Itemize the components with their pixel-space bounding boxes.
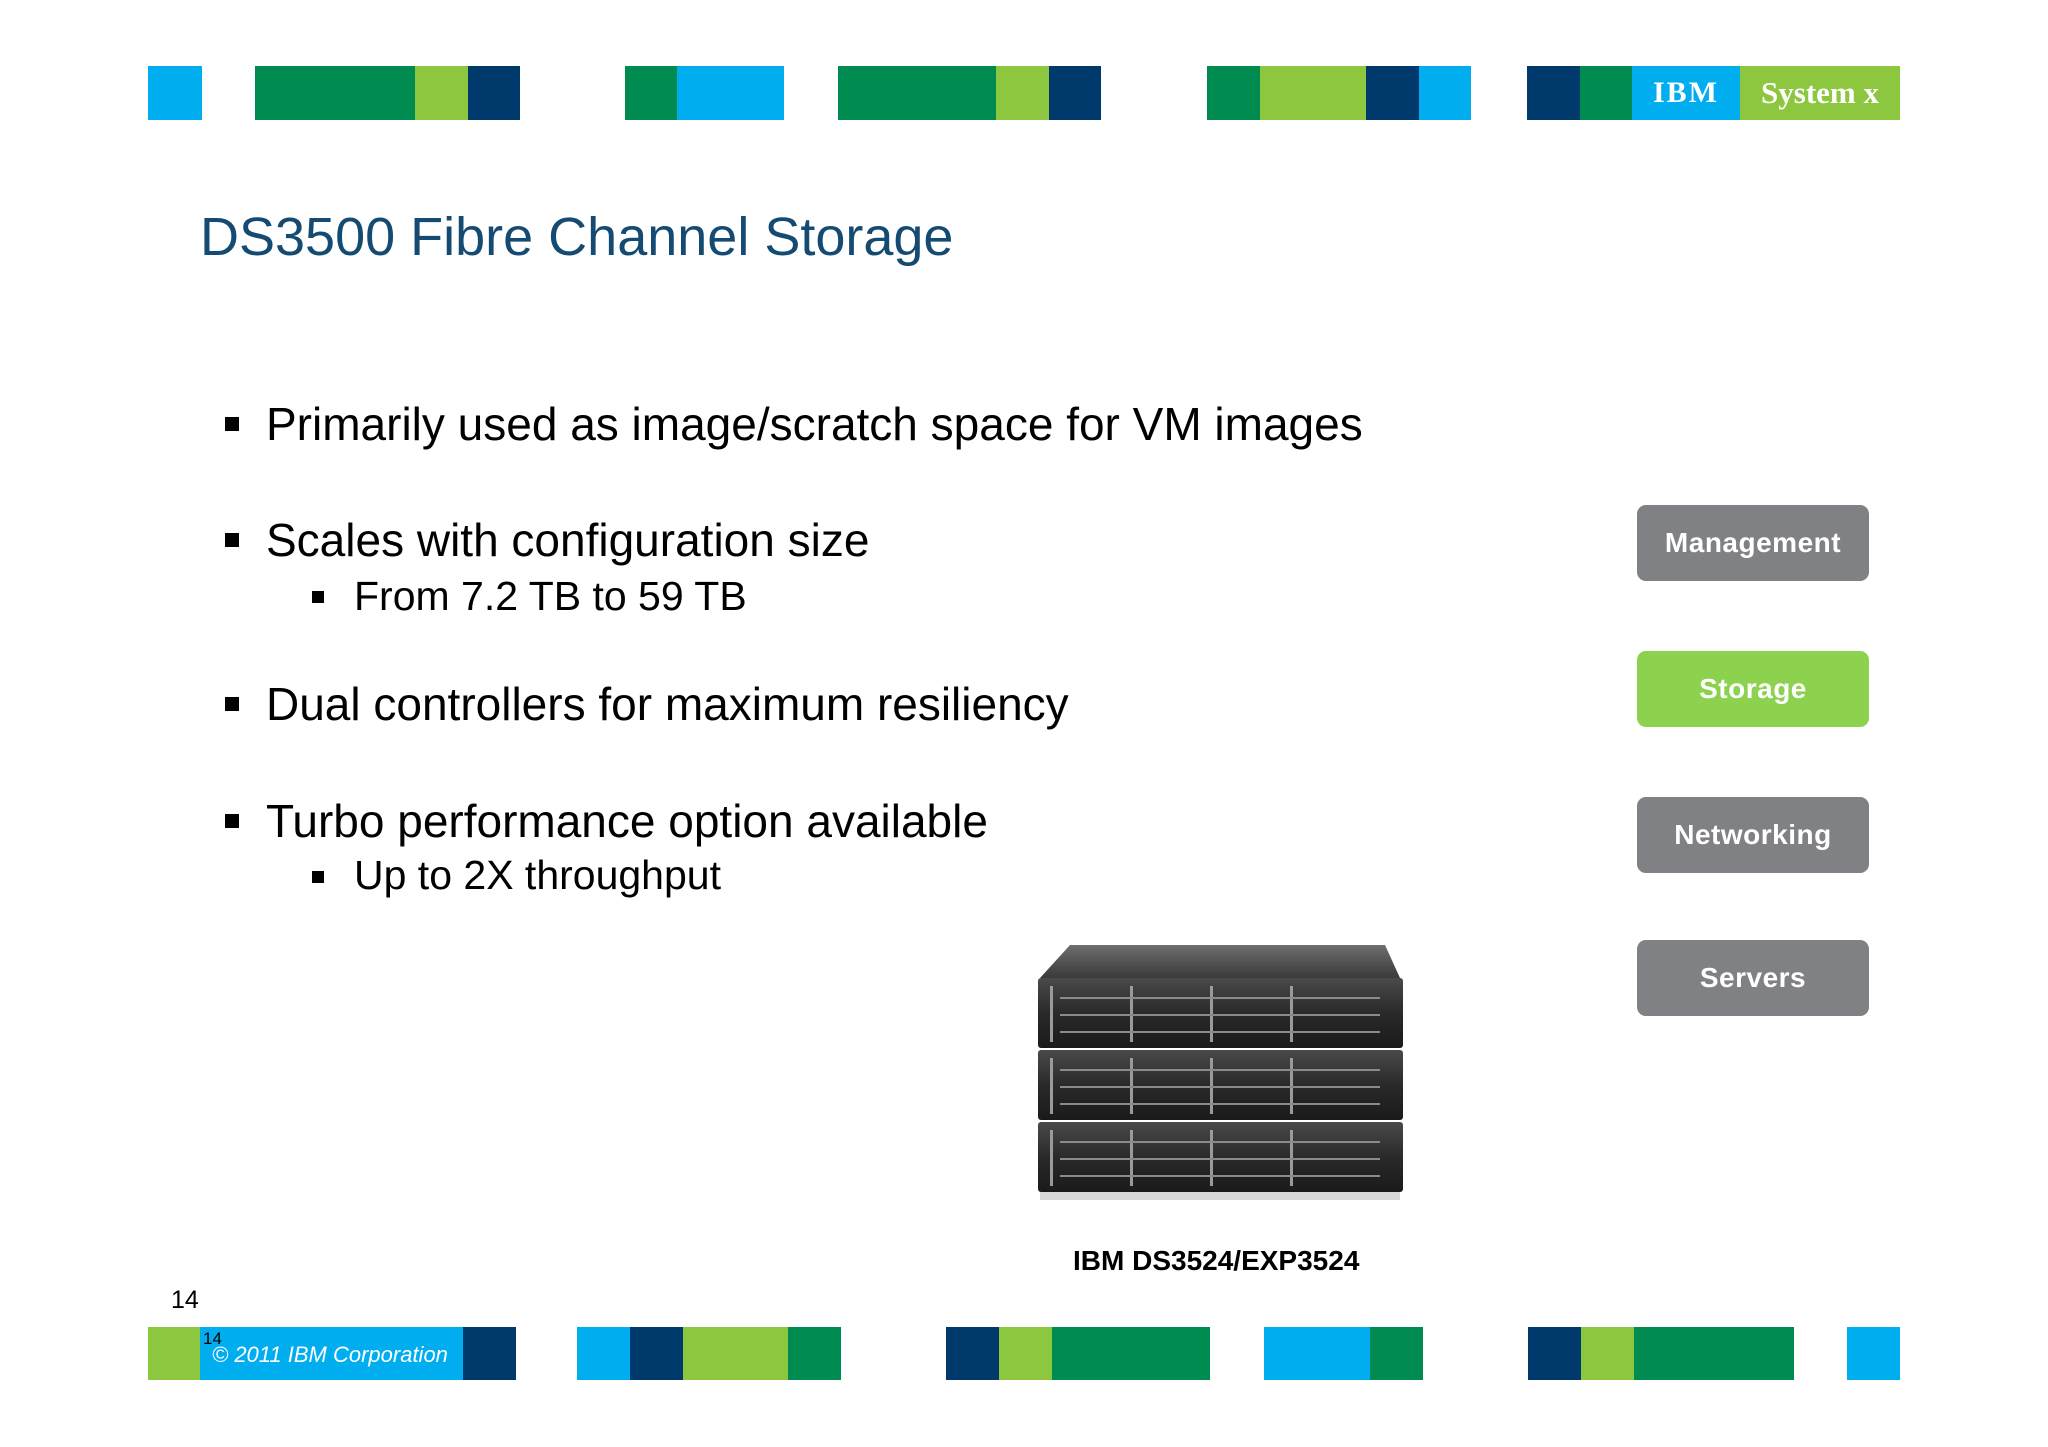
decor-block <box>1527 66 1580 120</box>
storage-array-image <box>1038 945 1403 1200</box>
decor-block <box>148 66 202 120</box>
decor-block <box>1260 66 1366 120</box>
decor-block <box>255 66 415 120</box>
decor-block <box>468 66 520 120</box>
decor-block <box>577 1327 630 1380</box>
decor-block <box>630 1327 683 1380</box>
nav-button-networking[interactable]: Networking <box>1637 797 1869 873</box>
decor-block <box>838 66 996 120</box>
decor-block <box>415 66 468 120</box>
decor-block <box>1581 1327 1634 1380</box>
image-caption: IBM DS3524/EXP3524 <box>1073 1245 1360 1276</box>
copyright-text: © 2011 IBM Corporation <box>212 1342 448 1367</box>
decor-block <box>1419 66 1471 120</box>
copyright-block <box>200 1327 463 1380</box>
page-number-inset: 14 <box>203 1329 222 1348</box>
sub-bullet-marker <box>312 871 324 883</box>
bullet-item: Scales with configuration size <box>266 514 870 566</box>
decor-block <box>1634 1327 1794 1380</box>
nav-button-storage[interactable]: Storage <box>1637 651 1869 727</box>
decor-block <box>463 1327 516 1380</box>
bullet-item: Primarily used as image/scratch space fo… <box>266 398 1363 450</box>
page-number: 14 <box>171 1286 199 1314</box>
system-x-block <box>1740 66 1900 120</box>
decor-block <box>996 66 1049 120</box>
decor-block <box>1580 66 1632 120</box>
bullet-marker <box>225 533 239 547</box>
decor-block <box>148 1327 200 1380</box>
decor-block <box>1847 1327 1900 1380</box>
sub-bullet-item: From 7.2 TB to 59 TB <box>354 573 747 619</box>
bullet-marker <box>225 417 239 431</box>
decor-block <box>788 1327 841 1380</box>
page-title: DS3500 Fibre Channel Storage <box>200 207 954 267</box>
decor-block <box>625 66 677 120</box>
nav-button-servers[interactable]: Servers <box>1637 940 1869 1016</box>
decor-block <box>677 66 784 120</box>
bullet-marker <box>225 814 239 828</box>
nav-button-management[interactable]: Management <box>1637 505 1869 581</box>
decor-block <box>999 1327 1052 1380</box>
decor-block <box>1264 1327 1370 1380</box>
decor-block <box>1049 66 1101 120</box>
ibm-logo-block <box>1632 66 1740 120</box>
decor-block <box>1528 1327 1581 1380</box>
decor-block <box>1370 1327 1423 1380</box>
decor-block <box>946 1327 999 1380</box>
sub-bullet-marker <box>312 591 324 603</box>
decor-block <box>1052 1327 1210 1380</box>
bullet-item: Turbo performance option available <box>266 795 988 847</box>
sub-bullet-item: Up to 2X throughput <box>354 852 721 898</box>
decor-block <box>1366 66 1419 120</box>
decor-block <box>1207 66 1260 120</box>
brand-product: System x <box>1761 75 1879 110</box>
ibm-logo: IBM <box>1653 76 1719 109</box>
bullet-marker <box>225 697 239 711</box>
decor-block <box>683 1327 788 1380</box>
bullet-item: Dual controllers for maximum resiliency <box>266 678 1069 730</box>
